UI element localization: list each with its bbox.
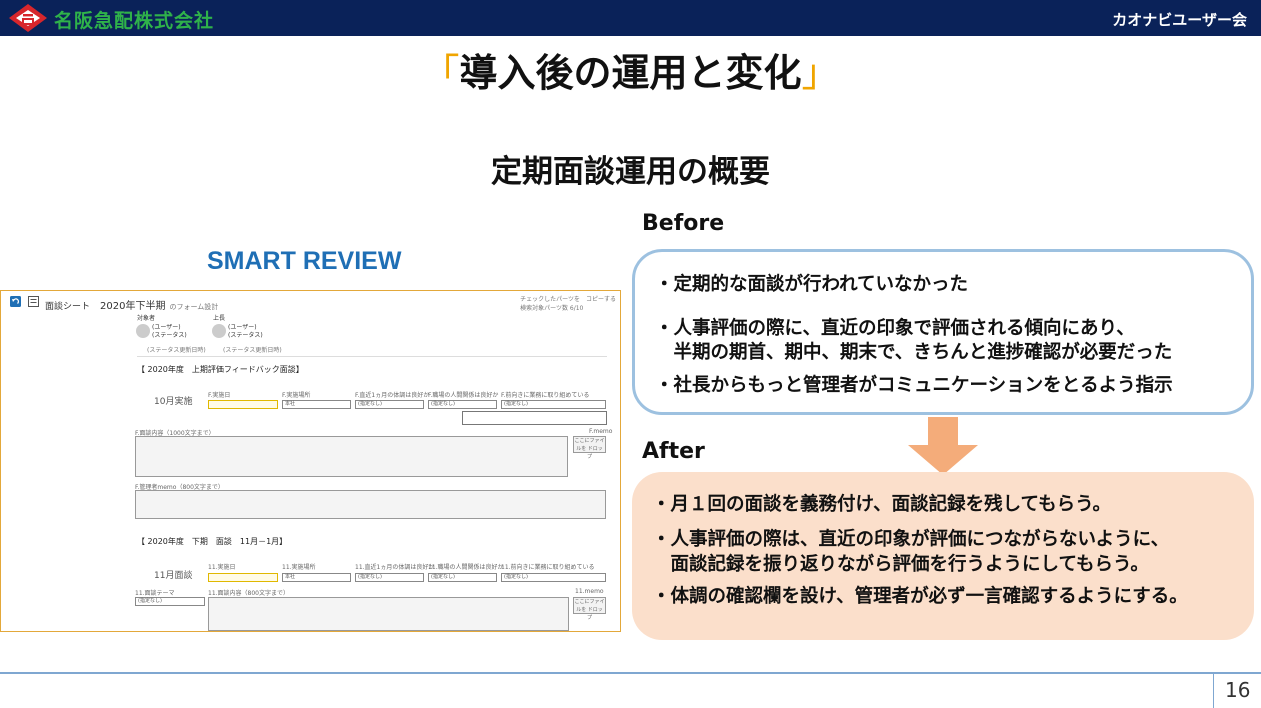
date-input[interactable] <box>208 400 278 409</box>
content-label: F.面談内容（1000文字まで） <box>135 430 215 437</box>
health-select[interactable]: (指定なし) <box>355 400 424 409</box>
section2-title: 【 2020年度 下期 面談 11月－1月】 <box>137 537 288 546</box>
section2-row-label: 11月面談 <box>154 571 193 581</box>
avatar <box>212 324 226 338</box>
before-item: 半期の期首、期中、期末で、きちんと進捗確認が必要だった <box>655 342 1173 363</box>
period-note: のフォーム設計 <box>169 303 219 311</box>
copy-parts-text[interactable]: チェックしたパーツを コピーする <box>520 296 616 303</box>
avatar <box>136 324 150 338</box>
health-select[interactable]: (指定なし) <box>355 573 424 582</box>
smart-review-form-screenshot: 面談シート 2020年下半期のフォーム設計 チェックしたパーツを コピーする 検索… <box>0 290 621 632</box>
back-icon[interactable] <box>10 296 21 307</box>
theme-label: 11.面談テーマ <box>135 590 175 597</box>
field-label: 11.実施場所 <box>282 564 316 571</box>
field-label: F.前向きに業務に取り組めている <box>501 392 590 399</box>
manager-memo-textarea[interactable] <box>135 490 606 519</box>
person2-role: 上長 <box>213 315 226 322</box>
company-name: 名阪急配株式会社 <box>54 10 215 32</box>
sheet-label: 面談シート <box>45 302 91 312</box>
field-label: F.実施日 <box>208 392 231 399</box>
content-textarea[interactable] <box>208 597 569 631</box>
memo-label: 11.memo <box>575 588 604 595</box>
field-label: F.直近1ヵ月の体調は良好か <box>355 392 430 399</box>
smart-review-label: SMART REVIEW <box>207 247 402 275</box>
memo-label: F.memo <box>589 428 613 435</box>
section1-row-label: 10月実施 <box>154 397 193 407</box>
event-name: カオナビユーザー会 <box>1112 11 1247 29</box>
person1-role: 対象者 <box>137 315 156 322</box>
before-item: ・人事評価の際に、直近の印象で評価される傾向にあり、 <box>655 318 1135 339</box>
person1-name: (ユーザー) <box>152 324 181 331</box>
section1-title: 【 2020年度 上期評価フィードバック面談】 <box>137 365 304 374</box>
page-number: 16 <box>1225 678 1251 702</box>
file-drop-button[interactable]: ここにファイルを ドロップ <box>573 436 606 460</box>
after-box: ・月１回の面談を義務付け、面談記録を残してもらう。 ・人事評価の際は、直近の印象… <box>632 472 1254 640</box>
place-select[interactable]: 本社 <box>282 400 351 409</box>
title-text: 導入後の運用と変化 <box>459 51 802 95</box>
period-label: 2020年下半期 <box>100 301 166 312</box>
after-item: 面談記録を振り返りながら評価を行うようにしてもらう。 <box>652 554 1149 575</box>
relations-select[interactable]: (指定なし) <box>428 573 497 582</box>
form-top-right-info: チェックしたパーツを コピーする 検索対象パーツ数 6/10 <box>520 295 616 313</box>
person1-status: (ステータス) <box>152 332 187 339</box>
slide-subtitle: 定期面談運用の概要 <box>491 154 770 190</box>
person1-info: (ユーザー) (ステータス) <box>152 324 187 340</box>
place-select[interactable]: 本社 <box>282 573 351 582</box>
after-heading: After <box>642 439 705 464</box>
content-textarea[interactable] <box>135 436 568 477</box>
divider <box>137 356 607 357</box>
motivation-select[interactable]: (指定なし) <box>501 573 606 582</box>
motivation-select[interactable]: (指定なし) <box>501 400 606 409</box>
person2-update: (ステータス更新日時) <box>223 347 282 354</box>
field-label: 11.直近1ヵ月の体調は良好か <box>355 564 435 571</box>
person2-status: (ステータス) <box>228 332 263 339</box>
field-label: F.実施場所 <box>282 392 311 399</box>
manager-memo-label: F.管理者memo（800文字まで） <box>135 484 224 491</box>
title-bracket-close: 」 <box>801 51 840 95</box>
slide-title: 「導入後の運用と変化」 <box>0 42 1261 97</box>
extra-field[interactable] <box>462 411 607 425</box>
down-arrow-icon <box>908 417 978 475</box>
footer-divider <box>0 672 1261 674</box>
page-number-box <box>1213 672 1261 708</box>
person1-update: (ステータス更新日時) <box>147 347 206 354</box>
before-heading: Before <box>642 211 725 236</box>
relations-select[interactable]: (指定なし) <box>428 400 497 409</box>
content-label: 11.面談内容（800文字まで） <box>208 590 289 597</box>
theme-select[interactable]: (指定なし) <box>135 597 205 606</box>
field-label: 11.実施日 <box>208 564 236 571</box>
header-bar: 名阪急配株式会社 カオナビユーザー会 <box>0 0 1261 36</box>
before-item: ・定期的な面談が行われていなかった <box>655 274 969 295</box>
file-drop-button[interactable]: ここにファイルを ドロップ <box>573 597 606 621</box>
field-label: 11.職場の人間関係は良好か <box>428 564 504 571</box>
date-input[interactable] <box>208 573 278 582</box>
field-label: F.職場の人間関係は良好か <box>428 392 499 399</box>
field-label: 11.前向きに業務に取り組めている <box>501 564 595 571</box>
sheet-icon <box>28 296 39 307</box>
after-item: ・体調の確認欄を設け、管理者が必ず一言確認するようにする。 <box>652 586 1188 607</box>
before-item: ・社長からもっと管理者がコミュニケーションをとるよう指示 <box>655 375 1173 396</box>
after-item: ・月１回の面談を義務付け、面談記録を残してもらう。 <box>652 494 1111 515</box>
company-logo-icon <box>9 4 47 32</box>
before-box: ・定期的な面談が行われていなかった ・人事評価の際に、直近の印象で評価される傾向… <box>632 249 1254 415</box>
form-title: 面談シート 2020年下半期のフォーム設計 <box>45 297 218 312</box>
after-item: ・人事評価の際は、直近の印象が評価につながらないように、 <box>652 529 1170 550</box>
search-count-text: 検索対象パーツ数 6/10 <box>520 305 584 312</box>
person2-info: (ユーザー) (ステータス) <box>228 324 263 340</box>
title-bracket-open: 「 <box>421 51 460 95</box>
person2-name: (ユーザー) <box>228 324 257 331</box>
